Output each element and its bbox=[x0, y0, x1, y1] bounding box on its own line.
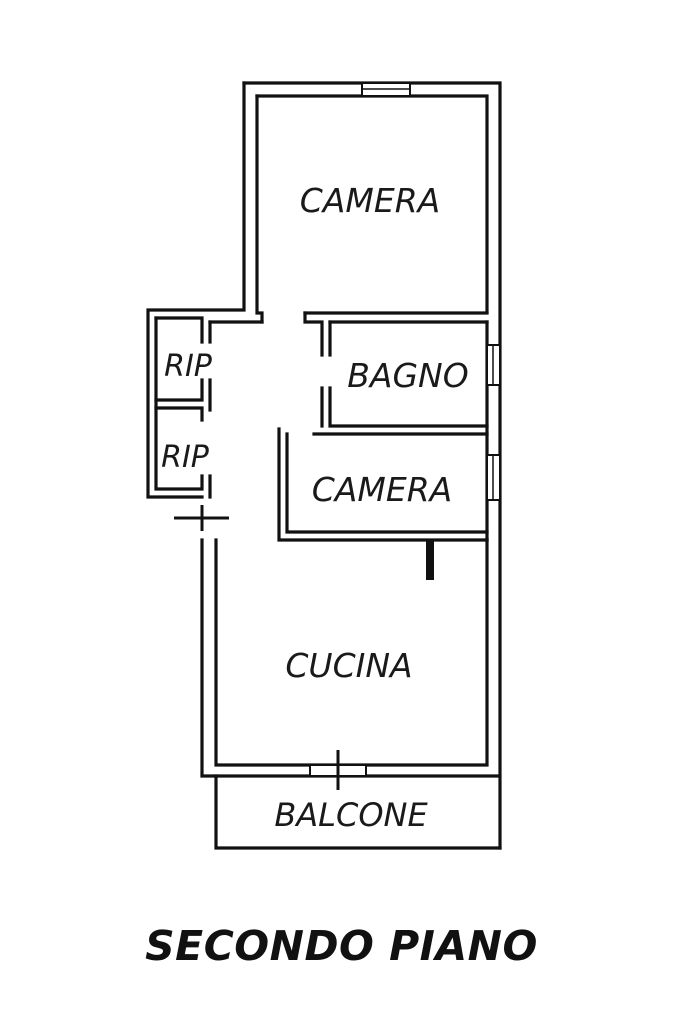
room-label-cucina: CUCINA bbox=[285, 646, 412, 685]
rip-walls bbox=[154, 316, 264, 499]
entrance-door bbox=[174, 505, 229, 531]
camera-top-walls bbox=[303, 311, 489, 357]
balcone-walls bbox=[214, 750, 502, 850]
window-top bbox=[361, 82, 411, 97]
floor-title: SECONDO PIANO bbox=[145, 922, 538, 970]
room-label-camera-middle: CAMERA bbox=[312, 470, 452, 509]
room-label-rip-upper: RIP bbox=[164, 349, 213, 384]
camera-middle-walls bbox=[277, 427, 489, 580]
room-label-camera-top: CAMERA bbox=[300, 181, 440, 220]
room-label-bagno: BAGNO bbox=[347, 356, 468, 395]
room-label-balcone: BALCONE bbox=[274, 796, 428, 834]
bagno-walls bbox=[312, 320, 501, 542]
room-label-rip-lower: RIP bbox=[161, 440, 210, 475]
